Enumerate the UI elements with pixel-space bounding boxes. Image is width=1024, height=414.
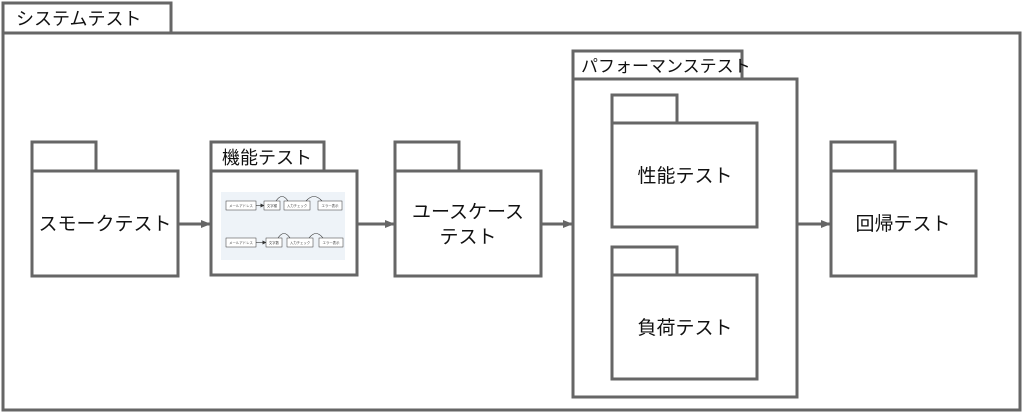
package-usecase-test: ユースケース テスト (393, 140, 543, 278)
usecase-test-label-line1: ユースケース (412, 201, 524, 223)
thumb-r2-box2 (265, 237, 283, 248)
capability-test-label: 性能テスト (637, 165, 732, 187)
thumb-r2-text1: メールアドレス (229, 240, 253, 245)
thumb-r1-text2: 文字種 (267, 203, 278, 208)
thumb-r2-text2: 文字数 (269, 240, 280, 245)
load-test-label: 負荷テスト (637, 317, 732, 339)
capability-test-body (610, 121, 759, 229)
thumb-r2-curve1 (277, 233, 291, 239)
thumb-r1-box4 (317, 200, 343, 211)
smoke-test-label: スモークテスト (38, 213, 171, 235)
functional-test-label: 機能テスト (222, 148, 312, 169)
capability-test-tab (610, 93, 679, 125)
package-regression-test: 回帰テスト (829, 140, 978, 278)
thumb-r2-text3: 入力チェック (290, 240, 310, 245)
usecase-test-tab (393, 140, 461, 173)
usecase-test-body (393, 169, 543, 278)
thumb-r1-text3: 入力チェック (287, 203, 307, 208)
regression-test-label: 回帰テスト (855, 213, 950, 235)
usecase-test-label-line2: テスト (439, 226, 496, 248)
thumb-r1-box2 (263, 200, 281, 211)
package-capability-test: 性能テスト (610, 93, 759, 229)
smoke-test-tab (30, 140, 98, 173)
thumb-r2-box4 (318, 237, 344, 248)
thumb-r1-curve1 (275, 196, 289, 202)
outer-package-label: システムテスト (16, 9, 141, 30)
thumb-r1-box3 (283, 200, 311, 211)
performance-test-label: パフォーマンステスト (581, 57, 751, 77)
thumb-r2-text4: エラー表示 (323, 240, 341, 245)
thumb-r2-curve2 (308, 233, 324, 239)
package-functional-test: 機能テスト メールアドレス 文字種 入力チェック エラー表示 メールアドレス 文… (209, 140, 359, 277)
thumb-r1-text4: エラー表示 (322, 203, 340, 208)
load-test-body (610, 273, 759, 381)
thumb-r1-curve2 (305, 196, 323, 202)
regression-test-body (829, 169, 978, 278)
functional-test-thumbnail: メールアドレス 文字種 入力チェック エラー表示 メールアドレス 文字数 入力チ… (221, 192, 345, 260)
thumb-r1-text1: メールアドレス (229, 203, 253, 208)
thumb-r2-box3 (286, 237, 314, 248)
package-performance-test: パフォーマンステスト 性能テスト 負荷テスト (571, 49, 799, 399)
package-smoke-test: スモークテスト (30, 140, 180, 278)
regression-test-tab (829, 140, 897, 173)
load-test-tab (610, 245, 679, 277)
package-load-test: 負荷テスト (610, 245, 759, 381)
